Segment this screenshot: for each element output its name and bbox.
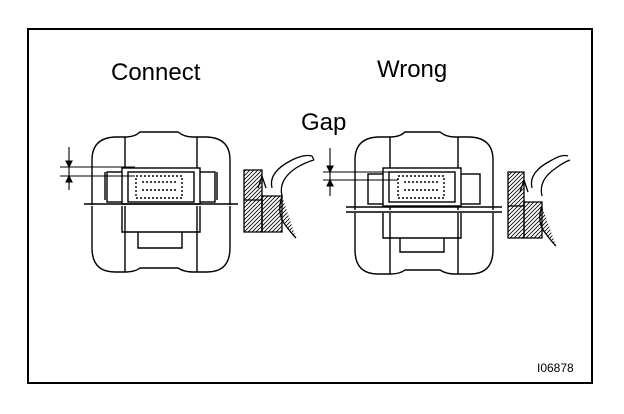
connect-upper-housing — [91, 131, 231, 205]
wrong-label: Wrong — [377, 56, 448, 83]
gap-dimension-marker — [323, 148, 398, 196]
gap-label: Gap — [301, 109, 347, 136]
connect-lower-housing — [91, 206, 231, 273]
wrong-lower-housing — [354, 213, 494, 275]
figure-code: I06878 — [537, 361, 574, 375]
wrong-latch-block — [382, 167, 462, 207]
connect-label: Connect — [111, 59, 201, 86]
connect-side-section — [243, 154, 315, 239]
wrong-connector-assembly — [346, 131, 502, 275]
wrong-upper-housing — [354, 131, 494, 210]
connect-dimension-marker — [60, 147, 135, 190]
connect-connector-assembly — [84, 131, 238, 273]
wrong-side-section — [507, 154, 571, 247]
